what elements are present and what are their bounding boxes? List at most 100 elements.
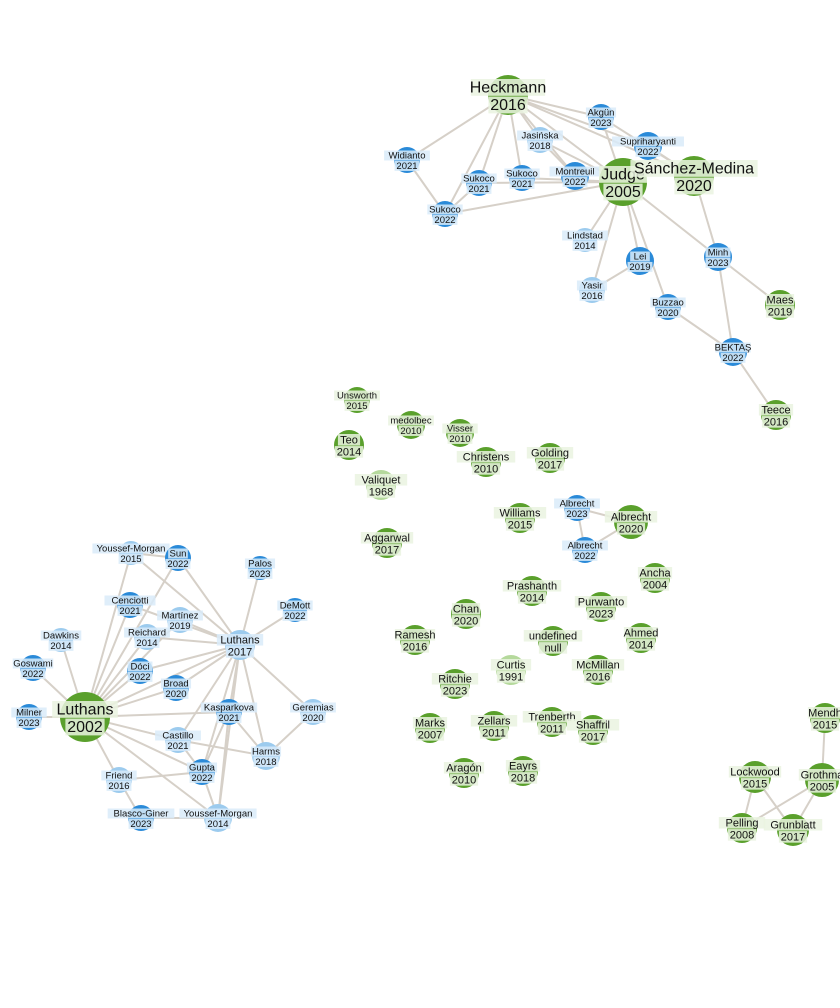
label-background xyxy=(578,731,608,743)
label-background xyxy=(623,627,659,639)
label-background xyxy=(572,240,598,251)
label-background xyxy=(344,400,370,411)
node-year-label: 2016 xyxy=(586,671,610,683)
node-author-label: Grunblatt xyxy=(770,819,815,831)
label-background xyxy=(155,730,201,741)
node-year-label: 2015 xyxy=(346,401,367,412)
citation-edge xyxy=(717,256,734,353)
label-background xyxy=(471,463,501,475)
label-background xyxy=(127,671,153,682)
label-background xyxy=(517,592,547,604)
label-background xyxy=(106,780,132,791)
label-background xyxy=(101,770,137,781)
node-author-label: Grothma xyxy=(801,769,840,781)
label-background xyxy=(758,404,794,416)
node-author-label: Christens xyxy=(463,451,510,463)
node-author-label: Geremias xyxy=(292,703,333,714)
label-background xyxy=(300,712,326,723)
node-author-label: Friend xyxy=(106,771,133,782)
label-background xyxy=(451,603,481,615)
node-year-label: 2020 xyxy=(676,178,712,195)
label-background xyxy=(157,610,203,621)
label-background xyxy=(440,685,470,697)
node-author-label: Unsworth xyxy=(337,391,377,402)
label-background xyxy=(535,459,565,471)
